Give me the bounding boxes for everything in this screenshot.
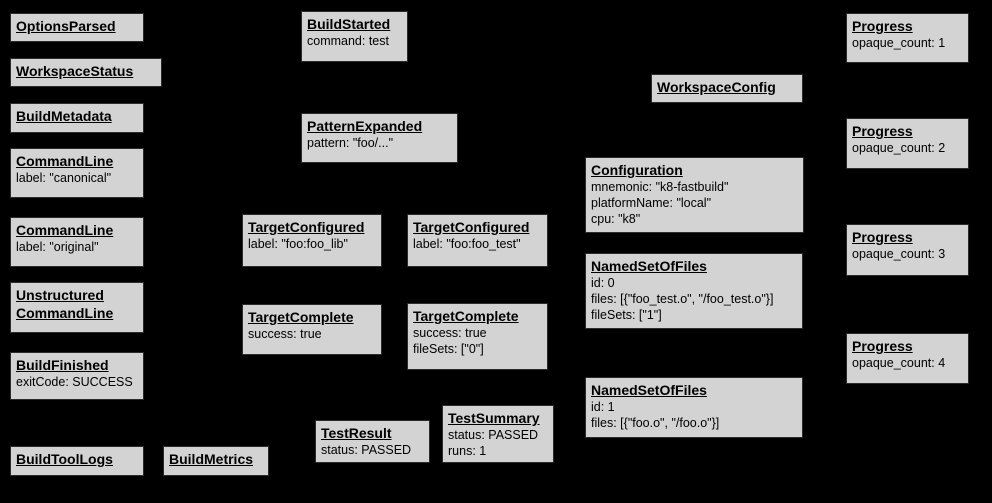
node-title: OptionsParsed: [16, 18, 116, 34]
node-title: Progress: [852, 18, 913, 34]
node-title: NamedSetOfFiles: [591, 258, 707, 274]
node-detail: fileSets: ["0"]: [413, 342, 484, 356]
node-pattern-expanded: PatternExpanded pattern: "foo/...": [301, 113, 458, 163]
node-options-parsed: OptionsParsed: [10, 13, 144, 42]
node-detail: status: PASSED: [321, 443, 412, 457]
node-detail: fileSets: ["1"]: [591, 308, 662, 322]
node-build-metadata: BuildMetadata: [10, 103, 144, 133]
node-title: Progress: [852, 338, 913, 354]
node-detail: id: 1: [591, 400, 615, 414]
node-target-configured-foo-lib: TargetConfigured label: "foo:foo_lib": [242, 214, 382, 267]
node-progress-1: Progress opaque_count: 1: [846, 13, 969, 63]
node-title: TargetComplete: [413, 308, 519, 324]
node-workspace-config: WorkspaceConfig: [651, 74, 803, 103]
node-progress-4: Progress opaque_count: 4: [846, 333, 969, 384]
node-detail: runs: 1: [448, 444, 487, 458]
node-detail: label: "canonical": [16, 171, 112, 185]
node-detail: mnemonic: "k8-fastbuild": [591, 180, 729, 194]
node-detail: id: 0: [591, 276, 615, 290]
node-title: BuildMetrics: [169, 451, 254, 467]
node-title: BuildToolLogs: [16, 451, 113, 467]
node-detail: status: PASSED: [448, 428, 539, 442]
node-detail: opaque_count: 4: [852, 356, 946, 370]
node-title: CommandLine: [16, 222, 114, 238]
node-title: BuildFinished: [16, 357, 109, 373]
node-target-configured-foo-test: TargetConfigured label: "foo:foo_test": [407, 214, 548, 267]
node-detail: label: "original": [16, 240, 99, 254]
node-named-set-of-files-1: NamedSetOfFiles id: 1 files: [{"foo.o", "/…: [585, 377, 803, 438]
node-detail: opaque_count: 3: [852, 247, 946, 261]
node-title: TestSummary: [448, 410, 540, 426]
node-title: CommandLine: [16, 153, 114, 169]
node-title: BuildMetadata: [16, 108, 112, 124]
node-configuration: Configuration mnemonic: "k8-fastbuild" pla…: [585, 157, 804, 233]
node-title: Unstructured: [16, 287, 104, 303]
node-command-line-canonical: CommandLine label: "canonical": [10, 148, 144, 198]
node-detail: opaque_count: 1: [852, 36, 946, 50]
node-target-complete-foo-test: TargetComplete success: true fileSets: ["0…: [407, 303, 548, 370]
node-title: PatternExpanded: [307, 118, 423, 134]
node-command-line-original: CommandLine label: "original": [10, 217, 144, 267]
node-detail: label: "foo:foo_lib": [248, 237, 348, 251]
node-title: Progress: [852, 123, 913, 139]
node-title: Configuration: [591, 162, 683, 178]
node-title: TargetConfigured: [413, 219, 530, 235]
node-build-finished: BuildFinished exitCode: SUCCESS: [10, 352, 144, 400]
node-title: Progress: [852, 229, 913, 245]
node-progress-3: Progress opaque_count: 3: [846, 224, 969, 276]
node-test-summary: TestSummary status: PASSED runs: 1: [442, 405, 554, 463]
node-detail: files: [{"foo_test.o", "/foo_test.o"}]: [591, 292, 774, 306]
node-detail: pattern: "foo/...": [307, 136, 394, 150]
node-detail: success: true: [413, 326, 487, 340]
node-title: TargetComplete: [248, 309, 354, 325]
node-detail: platformName: "local": [591, 196, 712, 210]
node-workspace-status: WorkspaceStatus: [10, 58, 162, 87]
node-detail: cpu: "k8": [591, 212, 641, 226]
node-test-result: TestResult status: PASSED: [315, 420, 430, 463]
node-detail: success: true: [248, 327, 322, 341]
node-detail: opaque_count: 2: [852, 141, 946, 155]
node-title: NamedSetOfFiles: [591, 382, 707, 398]
node-build-tool-logs: BuildToolLogs: [10, 446, 144, 476]
node-title: WorkspaceStatus: [16, 63, 134, 79]
node-build-metrics: BuildMetrics: [163, 446, 269, 476]
node-title: WorkspaceConfig: [657, 79, 776, 95]
node-build-started: BuildStarted command: test: [301, 11, 408, 62]
node-title: CommandLine: [16, 305, 114, 321]
node-target-complete-foo-lib: TargetComplete success: true: [242, 304, 382, 355]
node-progress-2: Progress opaque_count: 2: [846, 118, 969, 169]
node-detail: command: test: [307, 34, 389, 48]
node-title: TargetConfigured: [248, 219, 365, 235]
node-title: TestResult: [321, 425, 392, 441]
node-named-set-of-files-0: NamedSetOfFiles id: 0 files: [{"foo_test.o…: [585, 253, 803, 329]
node-detail: exitCode: SUCCESS: [16, 375, 133, 389]
node-title: BuildStarted: [307, 16, 391, 32]
node-detail: label: "foo:foo_test": [413, 237, 521, 251]
node-detail: files: [{"foo.o", "/foo.o"}]: [591, 416, 720, 430]
